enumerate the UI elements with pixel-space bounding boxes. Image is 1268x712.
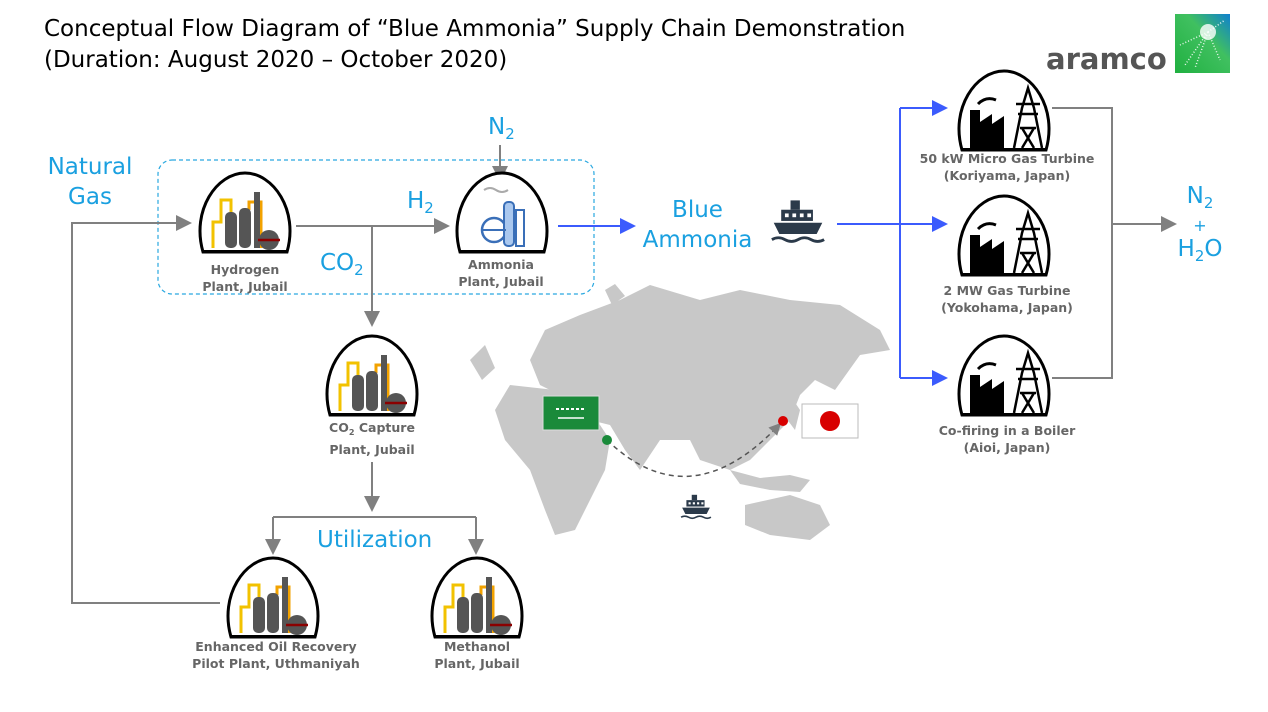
ammonia-production-boundary bbox=[157, 159, 595, 295]
title-line-2: (Duration: August 2020 – October 2020) bbox=[44, 47, 508, 73]
n-subscript: 2 bbox=[1203, 194, 1214, 213]
capture-text: Capture bbox=[354, 420, 415, 435]
co-text: CO bbox=[329, 420, 349, 435]
destination-marker bbox=[778, 416, 788, 426]
japan-flag bbox=[801, 403, 859, 439]
label-line-2: (Koriyama, Japan) bbox=[943, 168, 1071, 183]
eor-plant-icon bbox=[228, 558, 318, 637]
co-symbol: CO bbox=[320, 250, 355, 276]
origin-marker bbox=[602, 435, 612, 445]
label-line-2: Pilot Plant, Uthmaniyah bbox=[192, 656, 360, 671]
label-line-2: Plant, Jubail bbox=[458, 274, 544, 289]
label-line-1: 50 kW Micro Gas Turbine bbox=[919, 151, 1095, 166]
process-flow-lines bbox=[71, 107, 1177, 604]
h-subscript: 2 bbox=[424, 199, 434, 218]
n2-input-label: N2 bbox=[488, 112, 515, 149]
label-line-1: Methanol bbox=[443, 639, 510, 654]
h-symbol: H bbox=[1177, 236, 1195, 263]
gas-turbine-label: 2 MW Gas Turbine (Yokohama, Japan) bbox=[941, 282, 1073, 316]
blue-ammonia-label: Blue Ammonia bbox=[640, 195, 755, 255]
micro-gas-turbine-icon bbox=[959, 71, 1049, 150]
natural-gas-line-1: Natural bbox=[47, 154, 133, 180]
saudi-flag bbox=[542, 395, 600, 431]
co2-label: CO2 bbox=[320, 248, 364, 285]
o-symbol: O bbox=[1204, 236, 1223, 263]
label-line-2: Plant, Jubail bbox=[202, 279, 288, 294]
co2-capture-plant-icon bbox=[327, 336, 417, 415]
label-line-2: (Yokohama, Japan) bbox=[941, 300, 1073, 315]
label-line-2: Plant, Jubail bbox=[434, 656, 520, 671]
h2-label: H2 bbox=[407, 186, 434, 223]
label-line-1: Ammonia bbox=[468, 257, 534, 272]
ammonia-plant-icon bbox=[457, 173, 547, 252]
aramco-logo-text: aramco bbox=[1046, 42, 1167, 76]
ammonia-flow-lines bbox=[558, 100, 948, 386]
label-line-1: Co-firing in a Boiler bbox=[938, 423, 1076, 438]
label-line-2: Plant, Jubail bbox=[329, 441, 415, 457]
blue-ammonia-line-2: Ammonia bbox=[642, 227, 753, 253]
blue-ammonia-line-1: Blue bbox=[672, 197, 723, 223]
label-line-1: 2 MW Gas Turbine bbox=[943, 283, 1071, 298]
label-line-1: Hydrogen bbox=[210, 262, 280, 277]
label-line-1: Enhanced Oil Recovery bbox=[195, 639, 357, 654]
ship-icon bbox=[770, 198, 826, 243]
plus-sign: + bbox=[1193, 216, 1207, 236]
title-line-1: Conceptual Flow Diagram of “Blue Ammonia… bbox=[44, 16, 906, 42]
h-subscript: 2 bbox=[1194, 247, 1205, 266]
route-ship-icon bbox=[680, 493, 712, 520]
micro-gas-turbine-label: 50 kW Micro Gas Turbine (Koriyama, Japan) bbox=[920, 150, 1095, 184]
label-line-2: (Aioi, Japan) bbox=[963, 440, 1051, 455]
output-label: N2 + H2O bbox=[1170, 182, 1230, 270]
h-symbol: H bbox=[407, 188, 425, 214]
methanol-plant-icon bbox=[432, 558, 522, 637]
n-subscript: 2 bbox=[505, 125, 515, 144]
label-line-1: CO2 Capture bbox=[329, 419, 415, 441]
natural-gas-line-2: Gas bbox=[68, 184, 112, 210]
boiler-icon bbox=[959, 336, 1049, 415]
gas-turbine-icon bbox=[959, 196, 1049, 275]
n2-output: N2 bbox=[1170, 182, 1230, 217]
boiler-label: Co-firing in a Boiler (Aioi, Japan) bbox=[939, 422, 1076, 456]
h2o-output: H2O bbox=[1170, 235, 1230, 270]
co-subscript: 2 bbox=[354, 261, 364, 280]
n-symbol: N bbox=[1186, 183, 1204, 209]
hydrogen-plant-icon bbox=[200, 173, 290, 252]
page-title: Conceptual Flow Diagram of “Blue Ammonia… bbox=[44, 14, 905, 76]
co-subscript: 2 bbox=[348, 426, 355, 437]
n-symbol: N bbox=[488, 114, 506, 140]
utilization-label: Utilization bbox=[317, 527, 433, 553]
natural-gas-label: Natural Gas bbox=[40, 152, 140, 212]
aramco-logo-mark bbox=[1175, 14, 1230, 73]
